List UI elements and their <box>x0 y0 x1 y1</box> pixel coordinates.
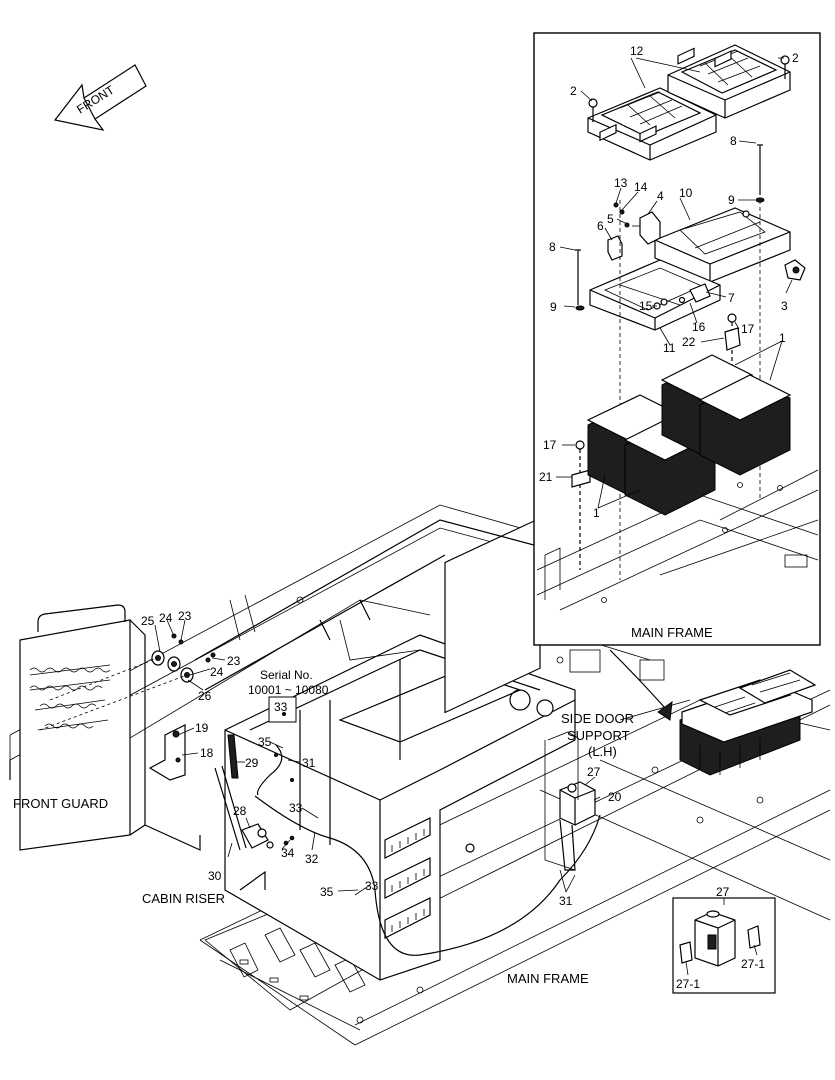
callout: 35 <box>320 885 334 899</box>
callout: 10 <box>679 186 693 200</box>
callout: 26 <box>198 689 212 703</box>
callout: 5 <box>607 212 614 226</box>
callout: 34 <box>281 846 295 860</box>
washer-tank-inset <box>672 897 776 994</box>
callout: 15 <box>639 299 653 313</box>
callout: 4 <box>657 189 664 203</box>
callout: 2 <box>570 84 577 98</box>
front-guard-drawing <box>9 604 201 851</box>
callout: 27 <box>587 765 601 779</box>
callout: 1 <box>593 506 600 520</box>
callout: 11 <box>663 341 676 355</box>
callout: 29 <box>245 756 259 770</box>
callout: 2 <box>792 51 799 65</box>
callout: 17 <box>543 438 557 452</box>
callout: 23 <box>178 609 192 623</box>
battery-inset <box>533 32 821 646</box>
callout: 28 <box>233 804 247 818</box>
callout: 13 <box>614 176 628 190</box>
callout: 8 <box>549 240 556 254</box>
callout: 27-1 <box>676 977 700 991</box>
serial-marker <box>282 712 286 716</box>
callout: 23 <box>227 654 241 668</box>
inset-callouts: 12 2 2 8 13 14 4 10 9 5 6 8 3 9 15 7 17 … <box>539 44 799 520</box>
callout: 8 <box>730 134 737 148</box>
callout: 24 <box>159 611 173 625</box>
callout: 33 <box>365 879 379 893</box>
caption-front-guard: FRONT GUARD <box>13 796 108 811</box>
callout: 21 <box>539 470 553 484</box>
caption-main-frame: MAIN FRAME <box>507 971 589 986</box>
callout: 9 <box>550 300 557 314</box>
serial-range-label: 10001 ~ 10080 <box>248 683 329 697</box>
callout: 30 <box>208 869 222 883</box>
callout: 14 <box>634 180 648 194</box>
callout: 32 <box>305 852 319 866</box>
callout: 19 <box>195 721 209 735</box>
battery-4 <box>698 50 792 476</box>
callout: 9 <box>728 193 735 207</box>
callout: 6 <box>597 219 604 233</box>
caption-side-door-support: SIDE DOOR <box>561 711 634 726</box>
cabin-riser-drawing <box>194 517 576 981</box>
caption-main-frame-inset: MAIN FRAME <box>631 625 713 640</box>
mount-parts <box>39 633 216 781</box>
callout: 12 <box>630 44 644 58</box>
callout: 3 <box>781 299 788 313</box>
callout: 31 <box>302 756 316 770</box>
captions: MAIN FRAME SIDE DOOR SUPPORT (L.H) FRONT… <box>13 625 713 986</box>
callout: 1 <box>779 331 786 345</box>
callout: 24 <box>210 665 224 679</box>
callout: 25 <box>141 614 155 628</box>
small-inset-callouts: 27 27-1 27-1 <box>676 885 765 991</box>
callout: 16 <box>692 320 706 334</box>
callout: 22 <box>682 335 696 349</box>
wiper-parts <box>214 731 601 956</box>
caption-side-door-support: SUPPORT <box>567 728 630 743</box>
callout: 17 <box>741 322 755 336</box>
callout: 18 <box>200 746 214 760</box>
callout: 27-1 <box>741 957 765 971</box>
caption-side-door-support: (L.H) <box>588 744 617 759</box>
serial-box <box>268 696 297 723</box>
callout: 31 <box>559 894 573 908</box>
callout: 27 <box>716 885 730 899</box>
callout: 20 <box>608 790 622 804</box>
leader-lines <box>154 57 793 976</box>
callout: 7 <box>728 291 735 305</box>
caption-cabin-riser: CABIN RISER <box>142 891 225 906</box>
callout: 35 <box>258 735 272 749</box>
front-arrow-icon: FRONT <box>53 64 147 131</box>
main-callouts: 25 24 23 23 24 26 19 18 33 35 29 31 28 3… <box>141 609 622 908</box>
callout: 33 <box>289 801 303 815</box>
serial-number-label: Serial No. <box>260 668 313 682</box>
callout: 33 <box>274 700 288 714</box>
battery-assembly-small <box>609 649 817 776</box>
